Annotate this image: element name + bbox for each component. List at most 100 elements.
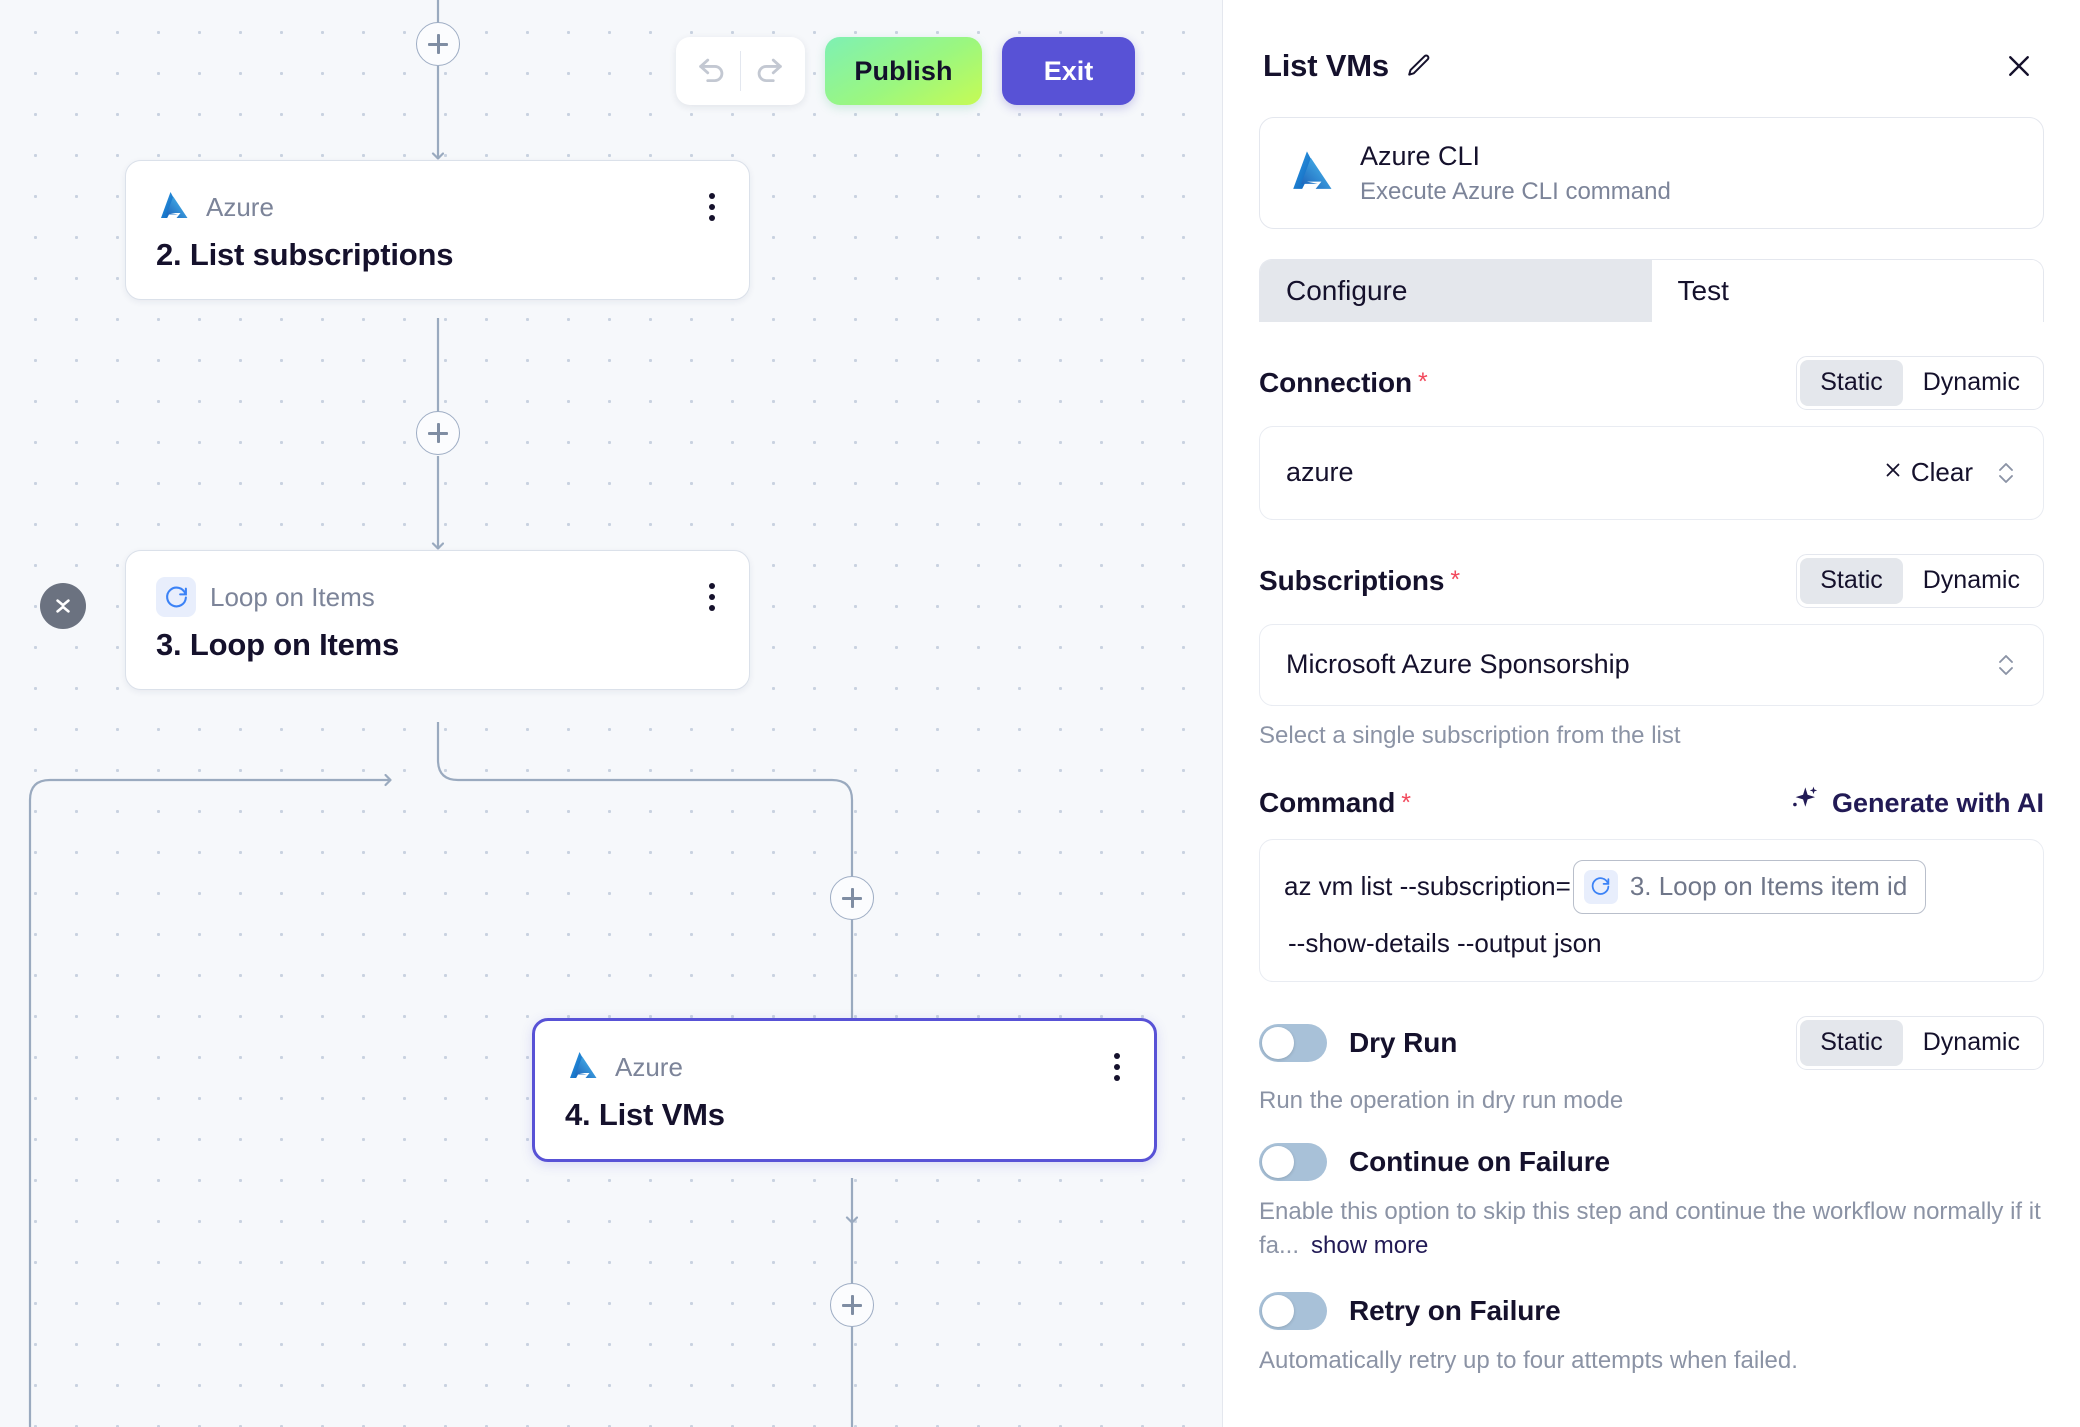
dry-run-label: Dry Run <box>1349 1026 1458 1058</box>
node-title: 3. Loop on Items <box>156 627 400 662</box>
sparkle-ai-icon <box>1788 784 1820 823</box>
close-x-icon[interactable] <box>1998 45 2040 87</box>
redo-arrow-icon <box>752 53 786 90</box>
chevron-updown-icon[interactable] <box>1995 650 2017 680</box>
node-title: 4. List VMs <box>565 1097 725 1132</box>
connection-mode-static[interactable]: Static <box>1800 359 1903 406</box>
subscriptions-field-row: Subscriptions * Static Dynamic <box>1259 553 2044 608</box>
node-kind-label: Azure <box>206 191 274 222</box>
continue-on-failure-description: Enable this option to skip this step and… <box>1259 1195 2044 1265</box>
toolbar-divider <box>740 51 741 91</box>
required-marker: * <box>1450 566 1461 595</box>
retry-on-failure-row: Retry on Failure <box>1259 1292 2044 1331</box>
command-label: Command <box>1259 787 1396 819</box>
connection-label: Connection <box>1259 366 1412 398</box>
subscriptions-mode-dynamic[interactable]: Dynamic <box>1903 558 2040 604</box>
dry-run-toggle[interactable] <box>1259 1023 1327 1062</box>
retry-on-failure-description: Automatically retry up to four attempts … <box>1259 1347 1798 1375</box>
add-step-button-1[interactable] <box>416 22 460 66</box>
subscriptions-helper-text: Select a single subscription from the li… <box>1259 721 1681 749</box>
panel-body: Connection * Static Dynamic azure Clear <box>1223 355 2080 1427</box>
node-header: Loop on Items <box>126 551 749 617</box>
integration-name: Azure CLI <box>1360 141 1481 171</box>
required-marker: * <box>1401 788 1411 817</box>
subscriptions-value: Microsoft Azure Sponsorship <box>1286 649 1630 680</box>
kebab-menu-icon[interactable] <box>701 577 723 617</box>
kebab-menu-icon[interactable] <box>701 187 723 227</box>
retry-on-failure-label: Retry on Failure <box>1349 1295 1561 1327</box>
command-text-before: az vm list --subscription= <box>1284 871 1571 902</box>
canvas-toolbar: Publish Exit <box>676 37 1135 105</box>
step-config-panel: List VMs <box>1222 0 2080 1427</box>
node-header: Azure <box>126 161 749 227</box>
subscriptions-label: Subscriptions <box>1259 564 1445 596</box>
toggle-knob <box>1262 1295 1294 1328</box>
tab-test[interactable]: Test <box>1651 259 2043 322</box>
toggle-knob <box>1262 1026 1294 1059</box>
dry-run-description: Run the operation in dry run mode <box>1259 1086 1624 1114</box>
pencil-edit-icon[interactable] <box>1405 52 1433 80</box>
node-header: Azure <box>535 1021 1154 1087</box>
command-text-after: --show-details --output json <box>1288 927 1602 958</box>
required-marker: * <box>1418 368 1428 397</box>
command-field-row: Command * Generate with AI <box>1259 784 2044 823</box>
connection-mode-dynamic[interactable]: Dynamic <box>1903 360 2040 406</box>
integration-card: Azure CLI Execute Azure CLI command <box>1259 117 2044 229</box>
tab-configure[interactable]: Configure <box>1260 259 1652 322</box>
continue-on-failure-label: Continue on Failure <box>1349 1145 1610 1177</box>
continue-on-failure-toggle[interactable] <box>1259 1142 1327 1181</box>
connection-clear-button[interactable]: Clear <box>1882 457 1973 488</box>
dry-run-mode-static[interactable]: Static <box>1800 1019 1903 1066</box>
add-step-button-3[interactable] <box>830 876 874 920</box>
connection-select[interactable]: azure Clear <box>1259 425 2044 520</box>
continue-on-failure-description-text: Enable this option to skip this step and… <box>1259 1197 2041 1260</box>
add-step-button-2[interactable] <box>416 411 460 455</box>
workflow-node-list-vms[interactable]: Azure 4. List VMs <box>532 1018 1157 1162</box>
dry-run-mode-toggle: Static Dynamic <box>1796 1015 2044 1070</box>
add-step-button-4[interactable] <box>830 1283 874 1327</box>
dry-run-row: Dry Run Static Dynamic <box>1259 1015 2044 1070</box>
node-kind-label: Azure <box>615 1051 683 1082</box>
subscriptions-mode-toggle: Static Dynamic <box>1796 553 2044 608</box>
command-input[interactable]: az vm list --subscription= 3. Loop on It… <box>1259 838 2044 982</box>
azure-icon <box>565 1049 601 1085</box>
subscriptions-mode-static[interactable]: Static <box>1800 557 1903 604</box>
generate-with-ai-label: Generate with AI <box>1831 787 2044 818</box>
workflow-canvas[interactable]: Publish Exit <box>0 0 1222 1427</box>
node-title: 2. List subscriptions <box>156 237 454 272</box>
subscriptions-select[interactable]: Microsoft Azure Sponsorship <box>1259 623 2044 706</box>
undo-redo-group <box>676 37 805 105</box>
toggle-knob <box>1262 1145 1294 1178</box>
connection-mode-toggle: Static Dynamic <box>1796 355 2044 410</box>
command-line-1: az vm list --subscription= 3. Loop on It… <box>1284 859 2019 914</box>
node-kind-label: Loop on Items <box>210 581 375 612</box>
loop-refresh-icon <box>1583 869 1618 904</box>
workflow-node-loop-on-items[interactable]: Loop on Items 3. Loop on Items <box>125 550 750 690</box>
connection-value: azure <box>1286 457 1354 488</box>
command-variable-token[interactable]: 3. Loop on Items item id <box>1572 859 1927 914</box>
exit-button[interactable]: Exit <box>1002 37 1135 105</box>
azure-icon <box>156 189 192 225</box>
collapse-chevrons-icon[interactable] <box>40 583 86 629</box>
continue-on-failure-row: Continue on Failure <box>1259 1142 2044 1181</box>
show-more-link[interactable]: show more <box>1311 1232 1429 1260</box>
publish-button[interactable]: Publish <box>825 37 982 105</box>
retry-on-failure-toggle[interactable] <box>1259 1292 1327 1331</box>
undo-button[interactable] <box>684 43 740 99</box>
page-title: List VMs <box>1263 48 1389 83</box>
clear-label: Clear <box>1910 457 1973 488</box>
loop-refresh-icon <box>156 577 196 617</box>
workflow-node-list-subscriptions[interactable]: Azure 2. List subscriptions <box>125 160 750 300</box>
integration-description: Execute Azure CLI command <box>1360 177 1671 205</box>
azure-icon <box>1286 147 1338 199</box>
chevron-updown-icon[interactable] <box>1995 458 2017 488</box>
kebab-menu-icon[interactable] <box>1106 1047 1128 1087</box>
undo-arrow-icon <box>695 53 729 90</box>
connection-field-row: Connection * Static Dynamic <box>1259 355 2044 410</box>
generate-with-ai-button[interactable]: Generate with AI <box>1788 784 2044 823</box>
command-token-label: 3. Loop on Items item id <box>1629 871 1908 902</box>
redo-button[interactable] <box>741 43 797 99</box>
dry-run-mode-dynamic[interactable]: Dynamic <box>1903 1020 2040 1066</box>
x-icon <box>1882 457 1904 488</box>
panel-header: List VMs <box>1223 0 2080 92</box>
